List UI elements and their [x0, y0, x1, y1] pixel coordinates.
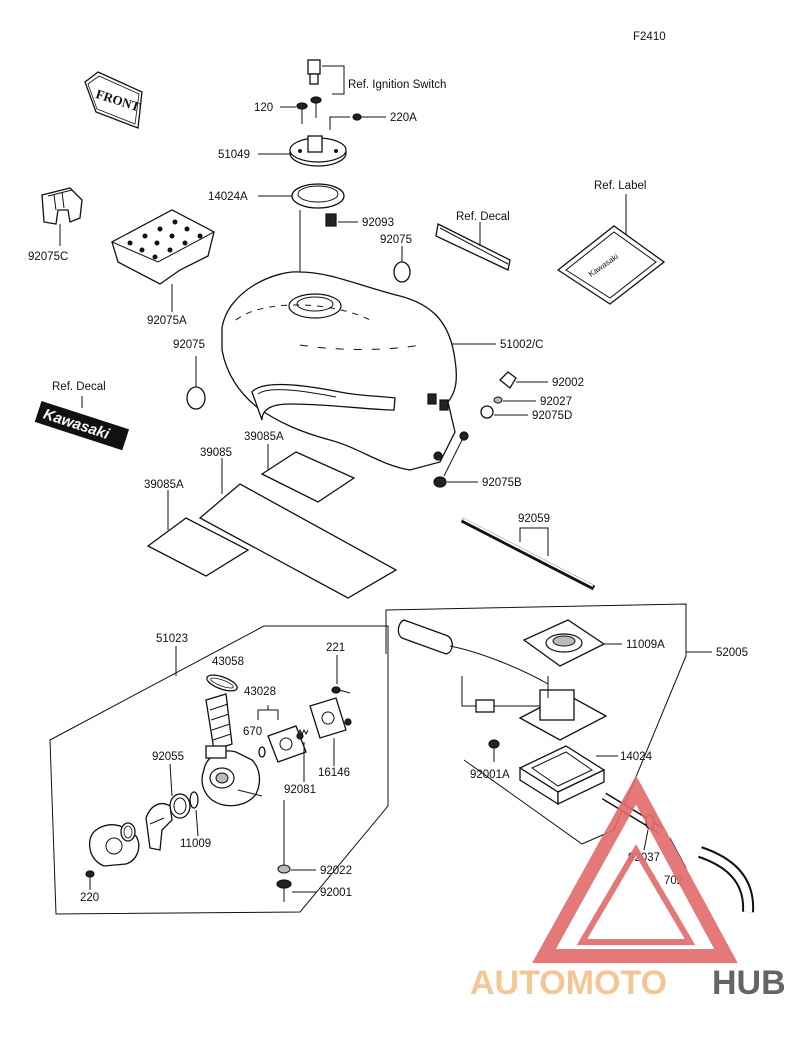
part-670-oring: [258, 746, 266, 758]
part-14024A-gasket: [258, 183, 345, 209]
callout-92075B: 92075B: [482, 477, 522, 489]
part-92093-cap: [325, 213, 358, 227]
part-cover-plate: [88, 822, 140, 867]
part-92027-washer: [493, 396, 536, 404]
callout-14024A: 14024A: [208, 191, 248, 203]
callout-92075C: 92075C: [28, 251, 68, 263]
callout-92002: 92002: [552, 377, 584, 389]
callout-92001: 92001: [320, 887, 352, 899]
callout-39085A-left: 39085A: [144, 479, 184, 491]
callout-43058: 43058: [212, 656, 244, 668]
part-120-screw: [280, 96, 322, 124]
callout-92081: 92081: [284, 784, 316, 796]
callout-92093: 92093: [362, 217, 394, 229]
watermark-text-2: HUB: [712, 964, 786, 1002]
callout-92001A: 92001A: [470, 769, 510, 781]
ignition-key-icon: [307, 59, 345, 95]
part-92075D-damper: [480, 405, 528, 419]
part-43028-diaphragm: [257, 705, 307, 763]
part-92001A-bolt: [488, 739, 500, 762]
ref-decal-strip: [435, 222, 511, 271]
callout-220: 220: [80, 892, 99, 904]
part-92075C-damper: [41, 187, 83, 246]
callout-52005: 52005: [716, 647, 748, 659]
callout-670: 670: [243, 726, 262, 738]
callout-39085: 39085: [200, 447, 232, 459]
callout-92075A: 92075A: [147, 315, 187, 327]
part-220-screw: [85, 870, 95, 890]
part-fuel-sender-unit: [461, 676, 608, 741]
part-92001-bolt: [276, 879, 316, 902]
part-11009A-gasket: [522, 619, 622, 667]
figure-code: F2410: [633, 31, 666, 43]
part-51049-fuel-cap: [258, 135, 347, 167]
part-petcock-body: [201, 745, 263, 807]
callout-120: 120: [254, 102, 273, 114]
callout-92075-top: 92075: [380, 234, 412, 246]
part-39085A-pad-top: [260, 444, 356, 503]
callout-11009A: 11009A: [626, 639, 665, 651]
part-16146-cover: [309, 697, 352, 766]
automotohub-watermark: AUTOMOTO HUB: [470, 775, 786, 1002]
callout-51049: 51049: [218, 149, 250, 161]
gauge-group-outline: [385, 603, 687, 845]
part-92081-spring: [297, 728, 309, 782]
part-92075A-pad: [110, 209, 216, 312]
callout-14024: 14024: [620, 751, 653, 763]
part-51002C-fuel-tank: [221, 271, 496, 471]
part-11009-oring: [189, 791, 199, 837]
part-92075-damper-left: [186, 356, 206, 410]
part-92022-washer: [277, 864, 316, 874]
callout-16146: 16146: [318, 767, 350, 779]
callout-92075-left: 92075: [173, 339, 205, 351]
callout-92055: 92055: [152, 751, 184, 763]
part-221-screw: [331, 655, 351, 694]
ref-ignition-switch: Ref. Ignition Switch: [348, 79, 446, 91]
part-filter-screen: [205, 693, 233, 751]
callout-92027: 92027: [540, 396, 572, 408]
callout-92075D: 92075D: [532, 410, 572, 422]
callout-92022: 92022: [320, 865, 352, 877]
callout-51002C: 51002/C: [500, 339, 543, 351]
ref-label-sticker: Kawasaki: [556, 194, 666, 305]
ref-label: Ref. Label: [594, 180, 646, 192]
part-92059-rod: [460, 517, 596, 591]
ref-decal-kawasaki: Kawasaki: [34, 396, 130, 451]
kawasaki-brand-decal: Kawasaki: [41, 406, 112, 444]
callout-43028: 43028: [244, 686, 276, 698]
callout-39085A-top: 39085A: [244, 431, 284, 443]
part-39085A-pad-left: [146, 490, 250, 577]
callout-11009: 11009: [180, 838, 211, 850]
part-39085-pad: [198, 458, 398, 599]
petcock-group-outline: [49, 625, 389, 915]
watermark-text-1: AUTOMOTO: [470, 964, 667, 1002]
ref-decal-top: Ref. Decal: [456, 211, 510, 223]
part-14024-gasket: [518, 745, 618, 806]
part-fuel-float: [397, 619, 549, 685]
front-arrow-icon: FRONT: [84, 71, 143, 129]
part-92075B-nut: [433, 439, 478, 488]
ref-decal-left: Ref. Decal: [52, 381, 106, 393]
callout-221: 221: [326, 642, 345, 654]
part-43058-oring: [206, 674, 238, 692]
part-92075-damper-top: [393, 246, 411, 283]
callout-220A: 220A: [390, 112, 417, 124]
part-petcock-lever: [145, 803, 173, 851]
part-220A-screw: [329, 113, 386, 130]
part-92002-bolt: [499, 371, 548, 389]
callout-92059: 92059: [518, 513, 550, 525]
part-92055-gasket: [169, 763, 191, 819]
callout-51023: 51023: [156, 633, 188, 645]
